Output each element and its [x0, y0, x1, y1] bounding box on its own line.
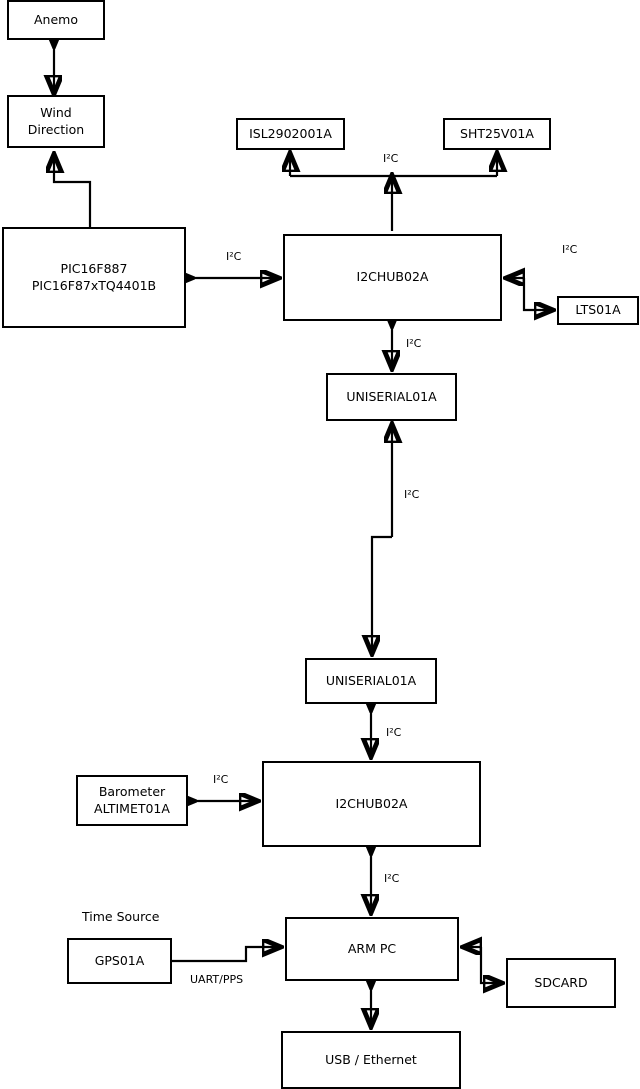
- node-barometer-altimet01a[interactable]: Barometer ALTIMET01A: [76, 775, 188, 826]
- node-wind-direction[interactable]: Wind Direction: [7, 95, 105, 148]
- edge-label-i2c-uniserial-link: I²C: [404, 488, 420, 501]
- node-i2chub02a-top[interactable]: I2CHUB02A: [283, 234, 502, 321]
- connector-armpc-sdcard-out: [479, 947, 501, 983]
- connector-gps-armpc: [172, 947, 280, 963]
- connector-pic-wind: [54, 155, 92, 227]
- node-usb-ethernet[interactable]: USB / Ethernet: [281, 1031, 461, 1089]
- edge-label-i2c-uniserial-hub: I²C: [386, 726, 402, 739]
- node-sht25v01a[interactable]: SHT25V01A: [443, 118, 551, 150]
- edge-label-uart-pps: UART/PPS: [190, 973, 244, 986]
- node-sdcard[interactable]: SDCARD: [506, 958, 616, 1008]
- label-time-source: Time Source: [82, 909, 160, 924]
- connector-lts-hubtop: [522, 278, 552, 310]
- node-anemo[interactable]: Anemo: [7, 0, 105, 40]
- node-pic-mcu[interactable]: PIC16F887 PIC16F87xTQ4401B: [2, 227, 186, 328]
- edge-label-i2c-pic-hub: I²C: [226, 250, 242, 263]
- node-isl2902001a[interactable]: ISL2902001A: [236, 118, 345, 150]
- edge-label-i2c-hub-lts: I²C: [562, 243, 578, 256]
- connector-uniserial-link-down: [372, 535, 392, 653]
- node-arm-pc[interactable]: ARM PC: [285, 917, 459, 981]
- edge-label-i2c-hub-armpc: I²C: [384, 872, 400, 885]
- edge-label-i2c-hub-uniserial: I²C: [406, 337, 422, 350]
- node-uniserial01a-lower[interactable]: UNISERIAL01A: [305, 658, 437, 704]
- node-lts01a[interactable]: LTS01A: [557, 296, 639, 325]
- node-i2chub02a-bottom[interactable]: I2CHUB02A: [262, 761, 481, 847]
- edge-label-i2c-sensors-top: I²C: [383, 152, 399, 165]
- node-uniserial01a-upper[interactable]: UNISERIAL01A: [326, 373, 457, 421]
- node-gps01a[interactable]: GPS01A: [67, 938, 172, 984]
- edge-label-i2c-barometer-hub: I²C: [213, 773, 229, 786]
